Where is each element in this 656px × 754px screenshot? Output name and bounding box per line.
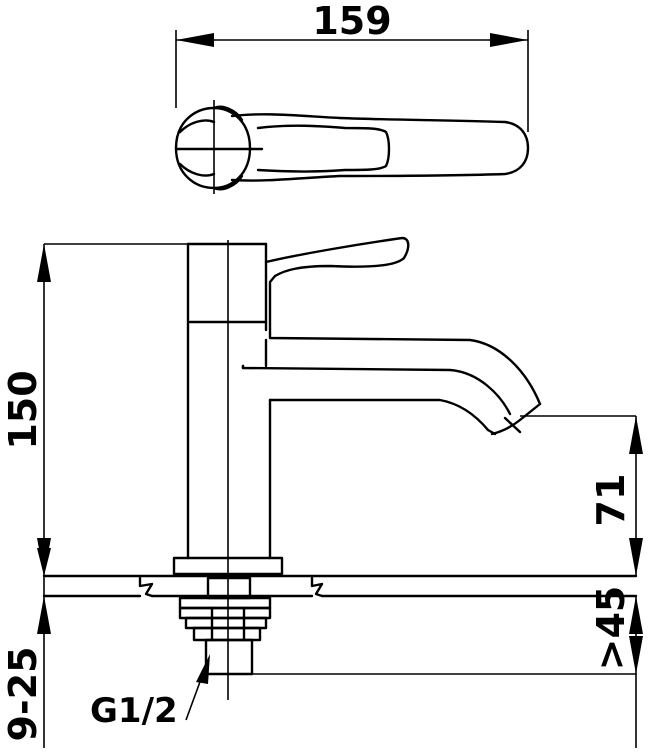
top-view <box>174 100 530 194</box>
spout-height-label: 71 <box>589 474 633 527</box>
height-dimension: 150 <box>1 243 188 576</box>
thread-callout: G1/2 <box>90 654 210 731</box>
width-dimension: 159 <box>175 0 529 132</box>
counter-thickness-dimension: 9-25 <box>1 548 51 748</box>
clearance-label: >45 <box>589 586 633 671</box>
width-dimension-label: 159 <box>312 0 391 43</box>
clearance-dimension: >45 <box>252 586 643 748</box>
counter-thickness-label: 9-25 <box>1 646 45 741</box>
side-view <box>42 236 638 700</box>
height-dimension-label: 150 <box>1 370 45 449</box>
spout-height-dimension: 71 <box>520 415 643 576</box>
thread-label: G1/2 <box>90 691 178 731</box>
